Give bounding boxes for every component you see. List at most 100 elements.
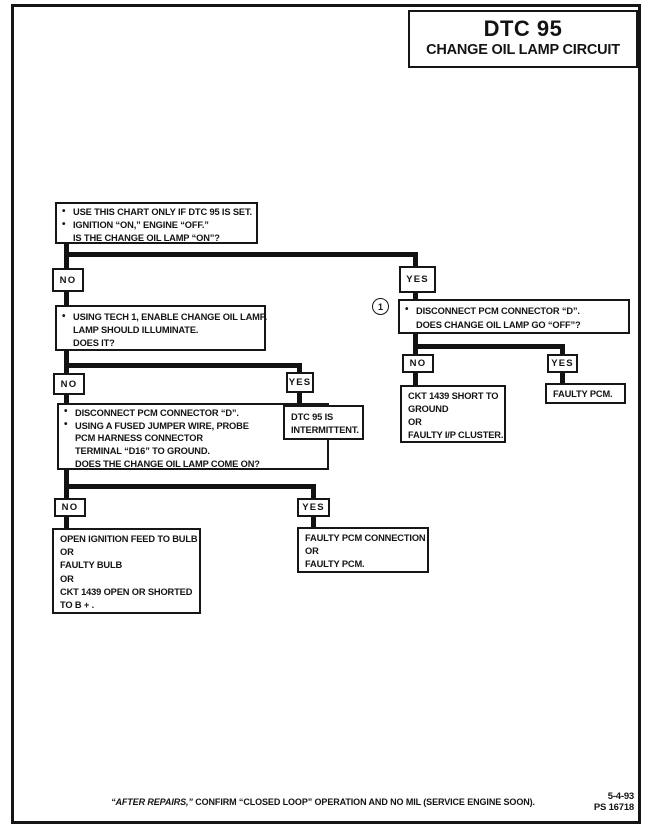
decision-yes-2: YES xyxy=(286,372,314,393)
flow-text: DTC 95 IS xyxy=(291,412,334,422)
flow-text: LAMP SHOULD ILLUMINATE. xyxy=(73,325,199,335)
footer-note-italic: “AFTER REPAIRS,” xyxy=(111,797,193,807)
flow-line: PCM HARNESS CONNECTOR xyxy=(59,432,327,445)
flow-box-intermittent: DTC 95 IS INTERMITTENT. xyxy=(283,405,364,440)
connector xyxy=(413,291,418,301)
flow-text: INTERMITTENT. xyxy=(291,425,359,435)
flow-text: FAULTY BULB xyxy=(60,560,123,571)
connector xyxy=(64,393,69,405)
flow-line: FAULTY PCM. xyxy=(299,558,427,571)
connector xyxy=(64,363,302,368)
flow-text: TO B + . xyxy=(60,600,95,611)
connector xyxy=(64,484,316,489)
flow-text: USING A FUSED JUMPER WIRE, PROBE xyxy=(75,420,249,431)
flow-text: FAULTY PCM. xyxy=(553,389,613,399)
flow-line: DTC 95 IS xyxy=(285,411,362,424)
flow-line: IS THE CHANGE OIL LAMP “ON”? xyxy=(57,232,256,245)
bullet-icon: • xyxy=(64,406,68,417)
connector xyxy=(413,252,418,268)
flow-text: DISCONNECT PCM CONNECTOR “D”. xyxy=(75,408,239,418)
page-subtitle: CHANGE OIL LAMP CIRCUIT xyxy=(426,42,620,58)
flow-box-faulty-connection: FAULTY PCM CONNECTION OR FAULTY PCM. xyxy=(297,527,429,573)
flow-line: LAMP SHOULD ILLUMINATE. xyxy=(57,324,264,337)
flow-line: • USING TECH 1, ENABLE CHANGE OIL LAMP. xyxy=(57,311,268,324)
flow-box-tech1: • USING TECH 1, ENABLE CHANGE OIL LAMP. L… xyxy=(55,305,268,351)
doc-number: PS 16718 xyxy=(593,802,634,813)
callout-1-badge: 1 xyxy=(372,298,389,315)
connector xyxy=(413,371,418,387)
connector xyxy=(560,344,565,356)
flow-text: DOES THE CHANGE OIL LAMP COME ON? xyxy=(75,458,260,469)
bullet-icon: • xyxy=(64,418,68,430)
flow-text: GROUND xyxy=(408,404,449,414)
flow-text: USE THIS CHART ONLY IF DTC 95 IS SET. xyxy=(73,207,252,217)
flow-text: FAULTY I/P CLUSTER. xyxy=(408,430,504,440)
bullet-icon: • xyxy=(405,304,409,315)
flow-text: DOES IT? xyxy=(73,338,115,348)
connector xyxy=(64,515,69,530)
flow-box-open-ignition: OPEN IGNITION FEED TO BULB OR FAULTY BUL… xyxy=(52,528,201,614)
flow-text: CKT 1439 OPEN OR SHORTED xyxy=(60,586,193,597)
connector xyxy=(311,515,316,529)
flow-line: • USING A FUSED JUMPER WIRE, PROBE xyxy=(59,418,327,433)
page-title: DTC 95 xyxy=(483,16,563,41)
connector xyxy=(413,344,565,349)
flow-line: OR xyxy=(402,416,504,429)
doc-reference: 5-4-93 PS 16718 xyxy=(580,791,634,813)
flow-text: FAULTY PCM. xyxy=(305,559,365,569)
flow-line: FAULTY PCM. xyxy=(547,388,624,401)
flow-line: DOES IT? xyxy=(57,337,264,350)
flow-line: • USE THIS CHART ONLY IF DTC 95 IS SET. xyxy=(57,206,256,219)
bullet-icon: • xyxy=(62,311,66,322)
flow-box-disconnect-right: • DISCONNECT PCM CONNECTOR “D”. DOES CHAN… xyxy=(398,299,630,334)
flow-text: DOES CHANGE OIL LAMP GO “OFF”? xyxy=(416,320,581,330)
flow-line: CKT 1439 OPEN OR SHORTED xyxy=(54,586,199,599)
decision-yes-1: YES xyxy=(399,266,436,293)
flow-line: TO B + . xyxy=(54,599,199,612)
flow-text: OR xyxy=(305,546,319,556)
decision-yes-4: YES xyxy=(297,498,330,517)
flow-line: OR xyxy=(54,546,199,559)
flow-box-ckt-short: CKT 1439 SHORT TO GROUND OR FAULTY I/P C… xyxy=(400,385,506,443)
flow-line: OR xyxy=(299,545,427,558)
flow-text: OR xyxy=(60,573,74,584)
footer-note-rest: CONFIRM “CLOSED LOOP” OPERATION AND NO M… xyxy=(192,797,535,807)
flow-line: • IGNITION “ON,” ENGINE “OFF.” xyxy=(57,219,256,232)
bullet-icon: • xyxy=(62,206,66,217)
connector xyxy=(64,290,69,307)
flow-text: OR xyxy=(408,417,422,427)
flow-text: OPEN IGNITION FEED TO BULB xyxy=(60,534,198,544)
flow-line: INTERMITTENT. xyxy=(285,424,362,437)
title-box: DTC 95 CHANGE OIL LAMP CIRCUIT xyxy=(408,10,638,68)
flow-line: OPEN IGNITION FEED TO BULB xyxy=(54,533,199,546)
decision-no-4: NO xyxy=(54,498,86,517)
decision-no-3: NO xyxy=(402,354,434,373)
flow-text: IGNITION “ON,” ENGINE “OFF.” xyxy=(73,220,209,230)
doc-date: 5-4-93 xyxy=(607,791,634,802)
connector xyxy=(311,484,316,500)
decision-no-2: NO xyxy=(53,373,85,395)
flow-line: FAULTY PCM CONNECTION xyxy=(299,532,427,545)
flow-line: • DISCONNECT PCM CONNECTOR “D”. xyxy=(59,406,327,420)
flow-text: OR xyxy=(60,547,74,558)
flow-text: IS THE CHANGE OIL LAMP “ON”? xyxy=(73,233,220,243)
flow-text: FAULTY PCM CONNECTION xyxy=(305,533,426,543)
flow-text: TERMINAL “D16” TO GROUND. xyxy=(75,446,210,457)
flow-box-faulty-pcm: FAULTY PCM. xyxy=(545,383,626,404)
connector xyxy=(64,252,418,257)
flow-line: FAULTY I/P CLUSTER. xyxy=(402,429,504,442)
decision-no-1: NO xyxy=(52,268,84,292)
flow-text: USING TECH 1, ENABLE CHANGE OIL LAMP. xyxy=(73,312,268,322)
flow-line: • DISCONNECT PCM CONNECTOR “D”. xyxy=(400,304,628,318)
flow-line: GROUND xyxy=(402,403,504,416)
bullet-icon: • xyxy=(62,219,66,230)
flow-line: TERMINAL “D16” TO GROUND. xyxy=(59,445,327,458)
connector xyxy=(64,349,69,375)
flow-text: DISCONNECT PCM CONNECTOR “D”. xyxy=(416,306,580,316)
flow-box-start: • USE THIS CHART ONLY IF DTC 95 IS SET. •… xyxy=(55,202,258,244)
flow-line: DOES CHANGE OIL LAMP GO “OFF”? xyxy=(400,318,628,332)
flow-line: CKT 1439 SHORT TO xyxy=(402,390,504,403)
connector xyxy=(297,391,302,407)
connector xyxy=(297,363,302,374)
flow-line: FAULTY BULB xyxy=(54,559,199,572)
